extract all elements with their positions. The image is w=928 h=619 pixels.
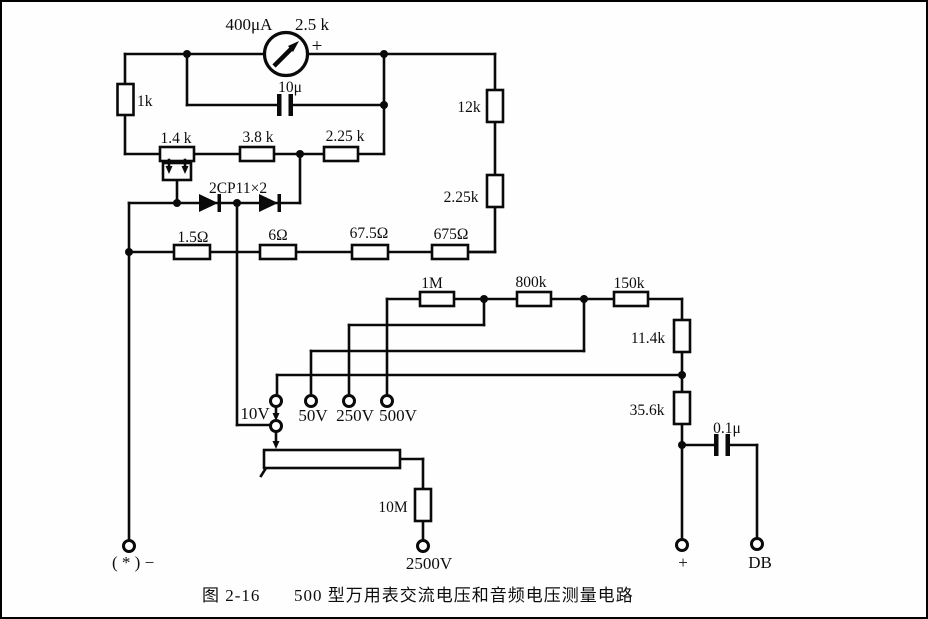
junction-dot <box>125 248 133 256</box>
wiper-arrowhead <box>272 441 280 449</box>
label-r-67.5ohm: 67.5Ω <box>350 225 389 242</box>
label-cap-10u: 10μ <box>278 79 302 96</box>
capacitor-plate <box>288 94 293 116</box>
junction-dot <box>678 371 686 379</box>
capacitor-plate <box>714 434 719 456</box>
junction-dot <box>233 199 241 207</box>
resistor-6ohm <box>258 243 298 261</box>
label-meter-current: 400μA <box>226 15 274 34</box>
resistor-2.25k-vert <box>485 173 505 209</box>
terminal-500v <box>380 394 394 408</box>
junction-dot <box>580 295 588 303</box>
label-terminal-10v: 10V <box>240 404 270 423</box>
figure-number: 图 2-16 <box>202 586 260 605</box>
terminal-10v <box>269 394 283 408</box>
label-r-2.25k-vert: 2.25k <box>444 189 479 206</box>
resistor-11.4k <box>672 318 692 354</box>
diode-pair <box>199 194 281 212</box>
label-terminal-50v: 50V <box>298 406 328 425</box>
terminal-250v <box>342 394 356 408</box>
trimmer-arrowhead <box>165 166 173 174</box>
diode-icon <box>259 194 278 212</box>
junction-dots <box>125 50 686 449</box>
capacitor-0p1u <box>714 434 730 456</box>
capacitor-plate <box>725 434 730 456</box>
trimmer-box <box>161 161 193 182</box>
junction-dot <box>480 295 488 303</box>
label-r-6ohm: 6Ω <box>268 227 287 244</box>
terminal-10v-jack <box>269 419 283 433</box>
resistor-675ohm <box>430 243 470 261</box>
resistor-3.8k <box>238 145 276 163</box>
junction-dot <box>296 150 304 158</box>
jack-and-wiper <box>272 405 280 449</box>
terminal-db <box>750 537 764 551</box>
junction-dot <box>678 441 686 449</box>
diode-icon <box>199 194 218 212</box>
label-terminal-db: DB <box>748 553 772 572</box>
figure-title: 500 型万用表交流电压和音频电压测量电路 <box>294 586 634 605</box>
resistors <box>116 82 692 523</box>
label-terminal-2500v: 2500V <box>406 554 453 573</box>
label-r-150k: 150k <box>614 275 645 292</box>
figure-caption: 图 2-16 500 型万用表交流电压和音频电压测量电路 <box>202 586 634 605</box>
terminals <box>122 394 764 553</box>
label-r-11.4k: 11.4k <box>631 330 666 347</box>
label-meter-plus: + <box>312 36 323 57</box>
label-diode-pair: 2CP11×2 <box>209 180 267 197</box>
label-r-800k: 800k <box>516 274 547 291</box>
resistor-35.6k <box>672 390 692 426</box>
junction-dot <box>183 50 191 58</box>
junction-dot <box>173 199 181 207</box>
label-r-675ohm: 675Ω <box>434 226 469 243</box>
trimmer-arrows <box>165 158 189 174</box>
trimmer-arrowhead <box>181 166 189 174</box>
meter-needle <box>272 47 293 68</box>
terminal-negative <box>122 539 136 553</box>
label-r-1.5ohm: 1.5Ω <box>178 229 209 246</box>
label-r-35.6k: 35.6k <box>630 402 665 419</box>
resistor-1M <box>418 290 456 308</box>
label-meter-resistance: 2.5 k <box>295 15 330 34</box>
wires <box>123 52 759 542</box>
label-terminal-250v: 250V <box>336 406 375 425</box>
resistor-67.5ohm <box>350 243 390 261</box>
label-r-2.25k-row: 2.25 k <box>326 128 365 145</box>
meter-needle-tip <box>288 41 299 52</box>
junction-dot <box>380 101 388 109</box>
pot-left-lead <box>259 466 268 478</box>
resistor-1.4k <box>158 145 196 163</box>
meter-movement <box>262 30 310 78</box>
plug-arrowhead <box>272 413 280 421</box>
label-r-12k: 12k <box>457 99 481 116</box>
label-r-3.8k: 3.8 k <box>243 129 274 146</box>
label-r-1m: 1M <box>421 275 443 292</box>
label-r-1k: 1k <box>137 93 153 110</box>
resistor-1k <box>116 82 135 117</box>
terminal-50v <box>304 394 318 408</box>
label-terminal-500v: 500V <box>379 406 418 425</box>
label-r-10m: 10M <box>378 499 408 516</box>
label-terminal-positive: + <box>678 553 688 572</box>
terminal-positive <box>675 538 689 552</box>
label-cap-0.1u: 0.1μ <box>713 420 741 437</box>
diode-cathode-bar <box>217 194 221 212</box>
capacitor-10u <box>277 94 293 116</box>
resistor-2.25k-row <box>322 145 360 163</box>
capacitor-plate <box>277 94 282 116</box>
junction-dot <box>380 50 388 58</box>
diode-cathode-bar <box>277 194 281 212</box>
resistor-1.5ohm <box>172 243 212 261</box>
resistor-12k <box>485 88 505 124</box>
resistor-10M <box>413 487 433 523</box>
label-terminal-negative: ( * ) − <box>112 553 154 572</box>
component-labels: 400μA 2.5 k + 10μ 1k 1.4 k 3.8 k 2.25 k … <box>112 15 772 573</box>
resistor-150k <box>612 290 650 308</box>
label-r-1.4k: 1.4 k <box>161 130 192 147</box>
resistor-800k <box>515 290 553 308</box>
potentiometer-body <box>262 448 402 470</box>
terminal-2500v <box>416 539 430 553</box>
